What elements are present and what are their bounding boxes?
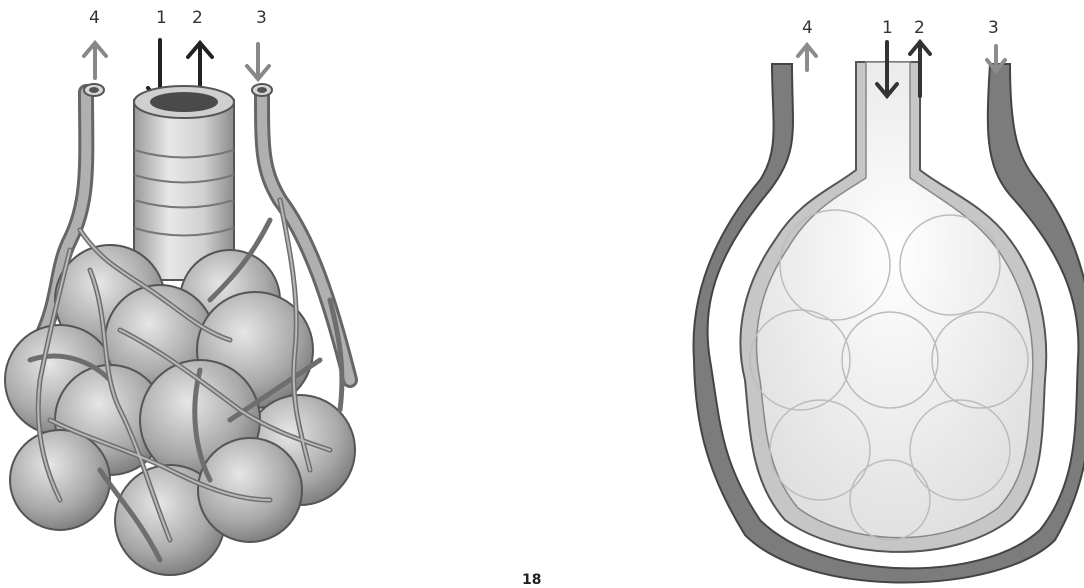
arrow-4-icon	[84, 43, 106, 78]
alveoli-external-illustration: 4 1 2 3	[0, 0, 400, 586]
arrow-4-icon	[798, 45, 816, 70]
label-4: 4	[802, 20, 813, 37]
label-3: 3	[988, 20, 999, 37]
label-1: 1	[156, 10, 167, 27]
arrow-3-icon	[247, 44, 269, 79]
alveoli-cross-section-illustration: 4 1 2 3	[680, 0, 1084, 586]
label-3: 3	[256, 10, 267, 27]
label-2: 2	[192, 10, 203, 27]
label-2: 2	[914, 20, 925, 37]
label-4: 4	[89, 10, 100, 27]
label-1: 1	[882, 20, 893, 37]
